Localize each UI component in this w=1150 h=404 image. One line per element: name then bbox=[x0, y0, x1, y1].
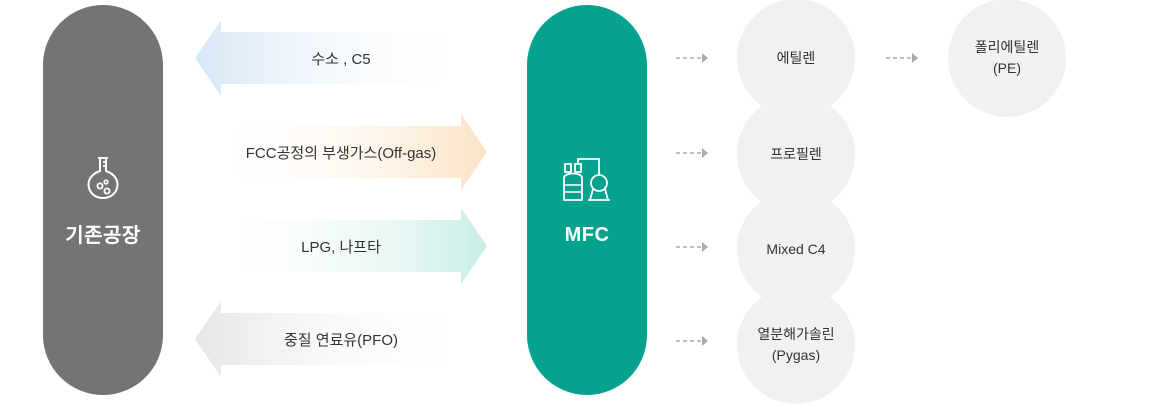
flow-arrow-hydrogen-c5: 수소 , C5 bbox=[195, 20, 487, 96]
dashed-arrow-icon bbox=[676, 242, 708, 252]
left-arrow-shape bbox=[195, 301, 475, 377]
flow-arrow-pfo: 중질 연료유(PFO) bbox=[195, 301, 487, 377]
product-ethylene: 에틸렌 bbox=[737, 0, 855, 117]
flow-label: 수소 , C5 bbox=[311, 50, 371, 68]
product-label: 에틸렌 bbox=[776, 49, 816, 66]
existing-plant-title: 기존공장 bbox=[65, 224, 141, 247]
dashed-arrow-icon bbox=[886, 53, 918, 63]
plant-tanks-icon bbox=[563, 157, 610, 201]
existing-plant-block: 기존공장 bbox=[43, 5, 163, 395]
product-propylene: 프로필렌 bbox=[737, 95, 855, 213]
product-sublabel: (Pygas) bbox=[771, 347, 821, 363]
right-arrow-shape bbox=[207, 208, 487, 284]
dashed-arrow-icon bbox=[676, 148, 708, 158]
product-label: 프로필렌 bbox=[770, 145, 822, 162]
flow-label: LPG, 나프타 bbox=[301, 238, 381, 256]
product-label: Mixed C4 bbox=[766, 240, 826, 257]
product-pygas: 열분해가솔린 (Pygas) bbox=[737, 286, 855, 404]
dashed-arrow-icon bbox=[676, 53, 708, 63]
derivative-label: 폴리에틸렌 bbox=[974, 39, 1040, 55]
mfc-block: MFC bbox=[527, 5, 647, 395]
flow-label: 중질 연료유(PFO) bbox=[284, 331, 398, 349]
derivative-polyethylene: 폴리에틸렌 (PE) bbox=[948, 0, 1066, 117]
flow-label: FCC공정의 부생가스(Off-gas) bbox=[245, 144, 437, 162]
dashed-arrow-icon bbox=[676, 336, 708, 346]
derivative-sublabel: (PE) bbox=[993, 60, 1021, 76]
mfc-title: MFC bbox=[564, 223, 610, 246]
product-label: 열분해가솔린 bbox=[757, 326, 835, 342]
flask-icon bbox=[87, 156, 119, 199]
left-arrow-shape bbox=[195, 20, 475, 96]
flow-arrow-fcc-offgas: FCC공정의 부생가스(Off-gas) bbox=[195, 114, 487, 190]
flow-arrow-lpg-naphtha: LPG, 나프타 bbox=[195, 208, 487, 284]
right-arrow-shape bbox=[207, 114, 487, 190]
